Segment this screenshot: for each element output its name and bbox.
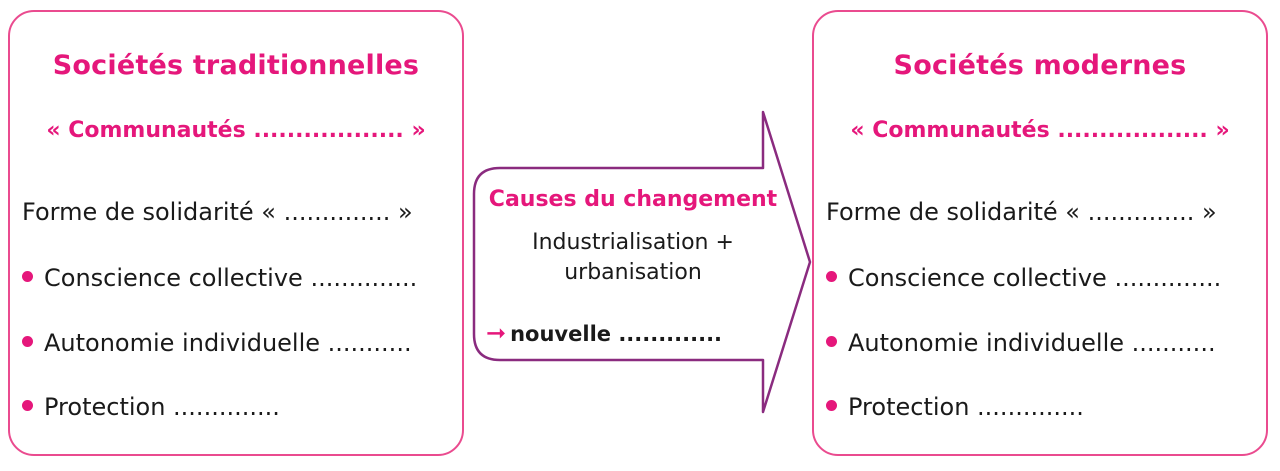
traditional-item-protection: Protection ..............	[22, 393, 280, 421]
traditional-communities-label: « Communautés .................. »	[46, 118, 426, 143]
bullet-icon	[826, 336, 837, 347]
item-text: Conscience collective ..............	[848, 264, 1222, 292]
traditional-item-individual-autonomy: Autonomie individuelle ...........	[22, 329, 412, 357]
modern-item-collective-conscience: Conscience collective ..............	[826, 264, 1221, 292]
bullet-icon	[22, 400, 33, 411]
bullet-icon	[22, 271, 33, 282]
item-text: Autonomie individuelle ...........	[44, 329, 412, 357]
item-text: Conscience collective ..............	[44, 264, 418, 292]
modern-item-protection: Protection ..............	[826, 393, 1084, 421]
transition-arrow-shape	[472, 110, 812, 414]
item-text: Protection ..............	[44, 393, 280, 421]
causes-line-urbanisation: urbanisation	[564, 260, 702, 285]
modern-societies-box: Sociétés modernes « Communautés ........…	[812, 10, 1268, 456]
traditional-solidarity-form: Forme de solidarité « .............. »	[22, 198, 413, 226]
modern-item-individual-autonomy: Autonomie individuelle ...........	[826, 329, 1216, 357]
bullet-icon	[22, 336, 33, 347]
modern-solidarity-form: Forme de solidarité « .............. »	[826, 198, 1217, 226]
causes-line-industrialisation: Industrialisation +	[532, 230, 734, 255]
modern-societies-title: Sociétés modernes	[893, 50, 1187, 81]
item-text: Autonomie individuelle ...........	[848, 329, 1216, 357]
causes-title: Causes du changement	[488, 187, 778, 212]
traditional-societies-title: Sociétés traditionnelles	[52, 50, 420, 81]
traditional-item-collective-conscience: Conscience collective ..............	[22, 264, 417, 292]
traditional-societies-box: Sociétés traditionnelles « Communautés .…	[8, 10, 464, 456]
item-text: Protection ..............	[848, 393, 1084, 421]
modern-communities-label: « Communautés .................. »	[850, 118, 1230, 143]
causes-result-text: nouvelle .............	[510, 322, 723, 346]
bullet-icon	[826, 271, 837, 282]
causes-result: ➞nouvelle .............	[486, 319, 722, 347]
bullet-icon	[826, 400, 837, 411]
right-arrow-icon: ➞	[486, 319, 507, 347]
